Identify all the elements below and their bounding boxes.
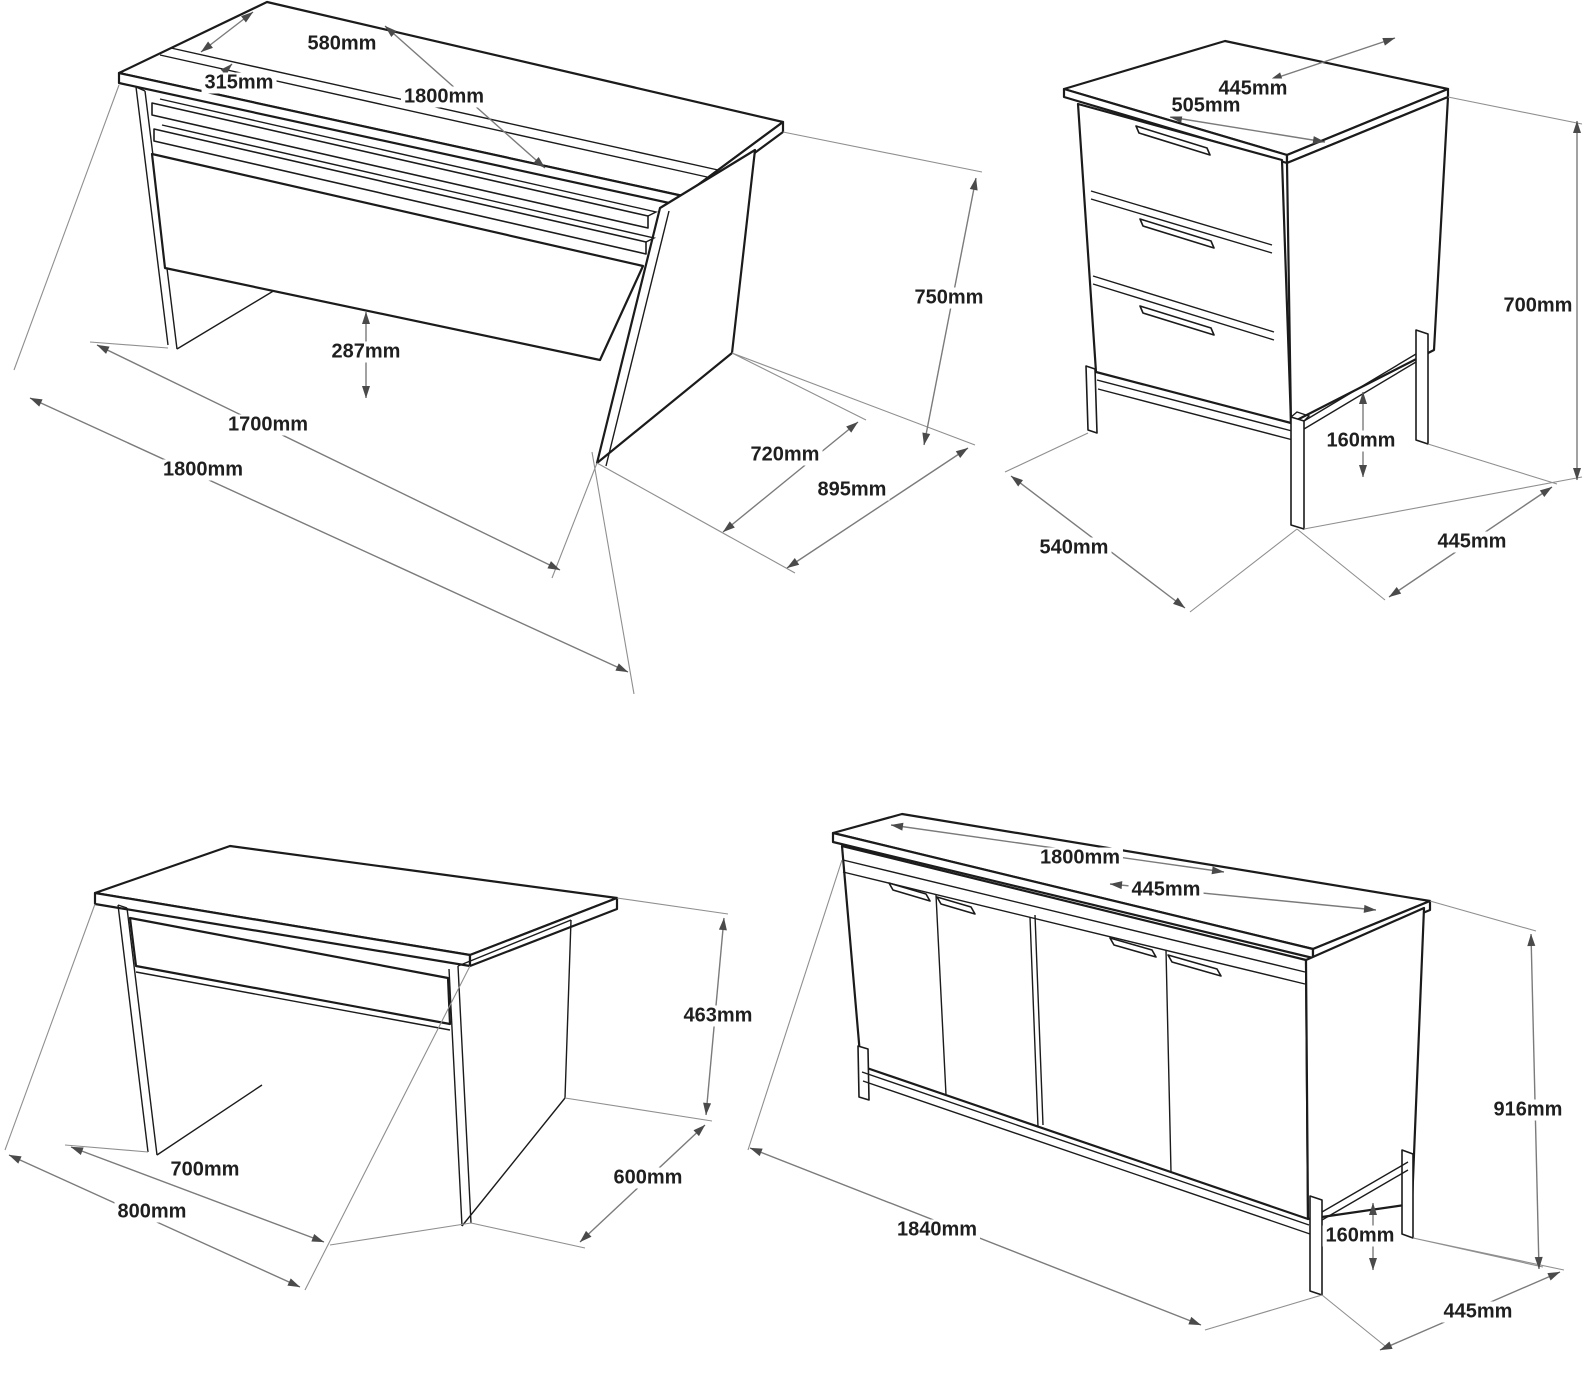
sideboard-handle-2 <box>936 896 976 915</box>
drawer-leg-front-right <box>1290 416 1305 530</box>
desk-dim-580-arrow <box>200 11 254 53</box>
dim-label-sideboard-1800: 1800mm <box>1036 847 1124 869</box>
sideboard-handle-4 <box>1167 954 1222 977</box>
dim-label-desk-720: 720mm <box>747 444 823 466</box>
dim-label-drawer-505: 505mm <box>1168 95 1244 117</box>
sideboard-handle-3 <box>1109 937 1157 958</box>
sideboard-top-rail <box>842 859 1306 985</box>
dim-label-drawer-445-top: 445mm <box>1215 78 1291 100</box>
table-extension-lines <box>4 897 729 1291</box>
desk-shelf-rail-2 <box>153 128 647 255</box>
sideboard-leg-rear-right <box>1401 1149 1414 1239</box>
drawer-leg-rear-right <box>1415 329 1429 445</box>
dim-label-drawer-445-bottom: 445mm <box>1434 531 1510 553</box>
sideboard-side-rail <box>1321 1161 1409 1221</box>
drawer-right-face <box>1285 95 1450 425</box>
sideboard-leg-front-right <box>1309 1195 1323 1296</box>
desk-dim-750-arrow <box>922 177 978 446</box>
sideboard-extension-lines <box>747 859 1565 1347</box>
drawer-divider-lines <box>1090 190 1275 341</box>
dim-label-drawer-540: 540mm <box>1036 537 1112 559</box>
drawer-leg-front-left <box>1085 365 1098 434</box>
desk-shelf-rail-2-top <box>161 124 657 243</box>
dim-label-desk-580: 580mm <box>304 33 380 55</box>
dim-label-desk-1800-bottom: 1800mm <box>159 459 247 481</box>
dim-label-table-600: 600mm <box>610 1167 686 1189</box>
dim-label-table-700: 700mm <box>167 1159 243 1181</box>
dim-label-desk-315: 315mm <box>201 72 277 94</box>
drawer-unit-drawing <box>1004 37 1583 613</box>
sideboard-handle-1 <box>888 882 931 902</box>
sideboard-drawing <box>747 812 1565 1351</box>
dim-label-sideboard-445-top: 445mm <box>1128 879 1204 901</box>
drawer-dim-445-top-arrow <box>1269 37 1396 81</box>
desk-dim-1800-bottom-arrow <box>29 397 629 673</box>
dim-label-table-463: 463mm <box>680 1005 756 1027</box>
desk-drawing <box>13 0 983 695</box>
dim-label-sideboard-1840: 1840mm <box>893 1219 981 1241</box>
dim-label-drawer-700: 700mm <box>1500 295 1576 317</box>
drawer-handle-2 <box>1139 218 1215 249</box>
table-left-panel <box>117 904 263 1156</box>
sideboard-door-gaps <box>935 894 1172 1173</box>
desk-shelf-rail-1-top <box>159 98 659 217</box>
dim-label-sideboard-160: 160mm <box>1322 1225 1398 1247</box>
dim-label-desk-750: 750mm <box>911 287 987 309</box>
dim-label-desk-895: 895mm <box>814 479 890 501</box>
drawer-front-rail <box>1096 379 1294 441</box>
drawer-dim-505-arrow <box>1169 114 1326 145</box>
table-right-panel <box>448 919 572 1227</box>
desk-dim-895-arrow <box>786 447 969 569</box>
side-table-drawing <box>4 844 729 1291</box>
dim-label-desk-287: 287mm <box>328 341 404 363</box>
desk-dim-720-arrow <box>722 421 859 533</box>
drawer-handle-3 <box>1139 305 1215 336</box>
table-apron-edge <box>135 971 451 1031</box>
table-top-edge-right <box>468 896 619 968</box>
dim-label-desk-1700: 1700mm <box>224 414 312 436</box>
table-apron <box>128 916 452 1026</box>
dim-label-drawer-160: 160mm <box>1323 430 1399 452</box>
dim-label-sideboard-445-bottom: 445mm <box>1440 1301 1516 1323</box>
desk-modesty-panel <box>150 152 645 362</box>
dim-label-sideboard-916: 916mm <box>1490 1099 1566 1121</box>
desk-dim-1700-arrow <box>96 344 561 571</box>
dim-label-table-800: 800mm <box>114 1201 190 1223</box>
dim-label-desk-1800-top: 1800mm <box>400 86 488 108</box>
drawer-leg-front-right-cap <box>1290 411 1311 422</box>
